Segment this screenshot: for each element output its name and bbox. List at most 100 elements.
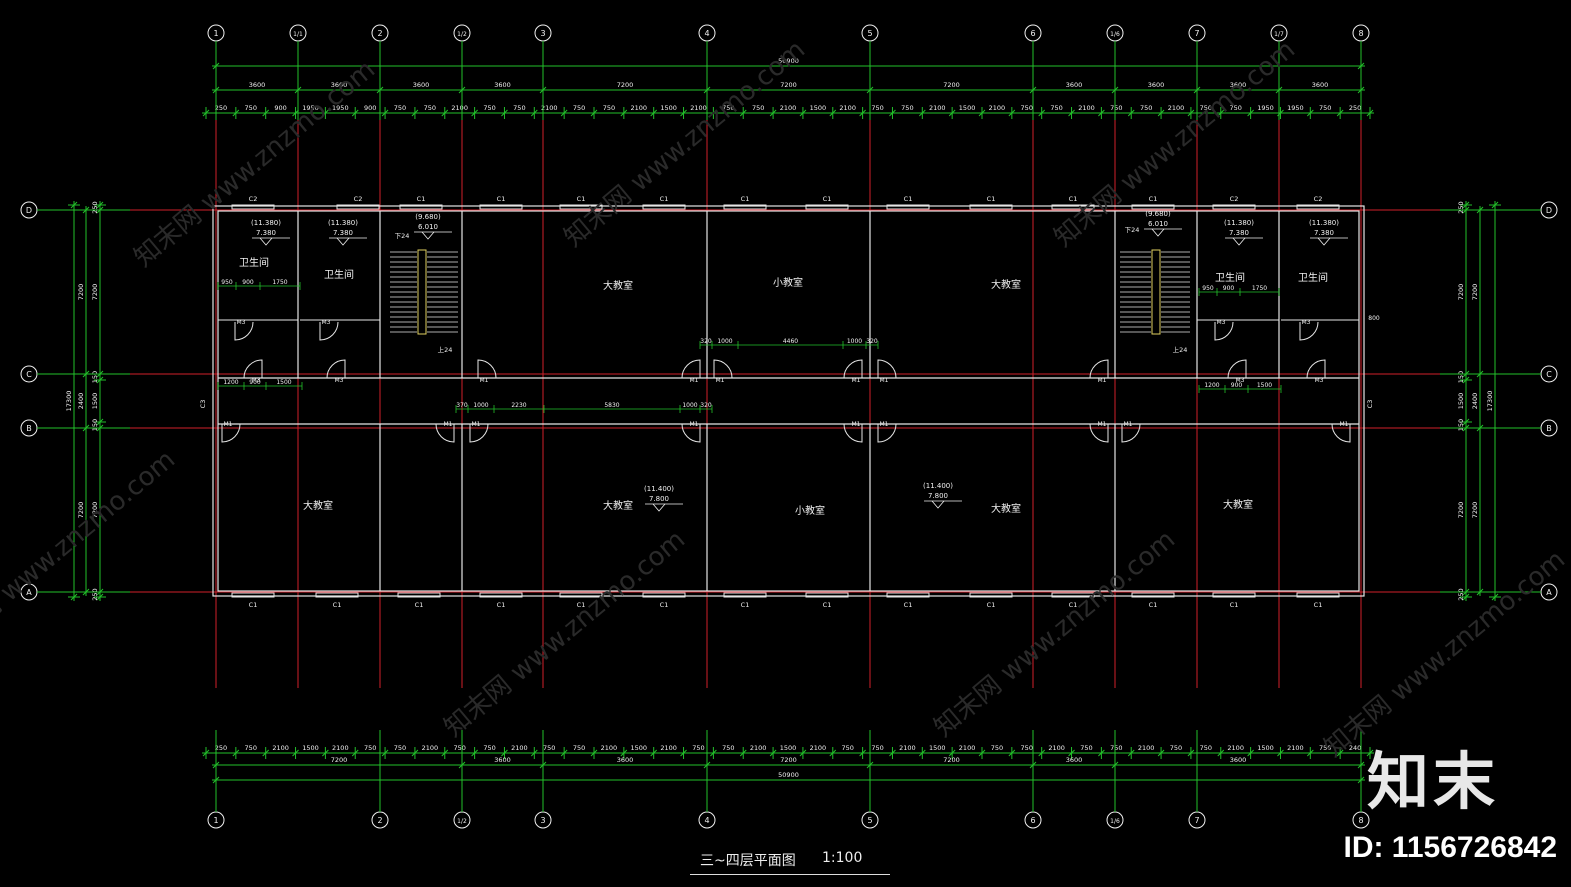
- dim-row1-top: 3600: [331, 81, 348, 89]
- dimension-tick: [1462, 201, 1470, 209]
- dim-row1-bottom: 1500: [929, 744, 946, 752]
- dim-row2-top: 750: [1319, 104, 1331, 112]
- dimension-tick: [620, 749, 628, 757]
- dimension-tick: [978, 749, 986, 757]
- door-label: M1: [472, 421, 481, 428]
- door: [1331, 423, 1351, 443]
- dimension-tick: [70, 593, 78, 601]
- dim-row1-bottom: 2100: [1287, 744, 1304, 752]
- door-label: M3: [1236, 377, 1245, 384]
- dim-row1-bottom: 750: [1200, 744, 1212, 752]
- dim-row1-bottom: 750: [543, 744, 555, 752]
- dimension-tick: [1277, 749, 1284, 757]
- window-north: [336, 204, 380, 210]
- dimension-tick: [1491, 593, 1499, 601]
- local-dimension-label: 1000: [847, 338, 862, 345]
- elevation-triangle: [1151, 228, 1165, 237]
- dim-row1-bottom: 2100: [422, 744, 439, 752]
- room-name: 大教室: [991, 502, 1021, 515]
- elevation-bottom: 7.380: [1314, 229, 1334, 237]
- axis-bottom-label: 4: [704, 816, 709, 825]
- dimension-tick: [710, 749, 717, 757]
- dim-row2-top: 250: [1349, 104, 1361, 112]
- dimension-tick: [501, 749, 508, 757]
- window-label: C1: [660, 601, 669, 609]
- elevation-triangle: [336, 237, 350, 246]
- axis-top-label: 1/7: [1274, 31, 1284, 38]
- dimension-tick: [202, 109, 210, 117]
- dimension-tick: [859, 749, 866, 757]
- axis-left-label: D: [26, 206, 32, 215]
- stair-label: 上24: [438, 345, 453, 354]
- stair-label: 下24: [1125, 226, 1140, 234]
- dimension-tick: [978, 109, 986, 117]
- dim-row1-bottom: 2100: [272, 744, 289, 752]
- dim-row2-top: 750: [513, 104, 525, 112]
- door: [1121, 423, 1141, 443]
- local-dimension-label: 320: [700, 338, 712, 345]
- dimension-tick: [739, 109, 747, 117]
- axis-bottom-label: 2: [377, 816, 382, 825]
- dim-row2-top: 750: [1110, 104, 1122, 112]
- elevation-bottom: 7.800: [928, 492, 948, 500]
- dim-right: 7200: [1457, 284, 1465, 301]
- door: [843, 359, 863, 379]
- window-south: [1212, 592, 1256, 598]
- dim-row2-top: 750: [603, 104, 615, 112]
- dimension-tick: [96, 593, 104, 601]
- stair-handrail: [417, 249, 427, 335]
- axis-bottom-label: 6: [1030, 816, 1035, 825]
- window-north: [1212, 204, 1256, 210]
- dim-row2-top: 2100: [780, 104, 797, 112]
- dim-row2-top: 900: [364, 104, 376, 112]
- local-dimension-label: 320: [700, 402, 712, 409]
- room-name: 小教室: [795, 504, 825, 517]
- dimension-tick: [1157, 749, 1165, 757]
- dim-right: 250: [1457, 201, 1465, 213]
- door-label: M3: [335, 377, 344, 384]
- dim-row1-bottom: 750: [991, 744, 1003, 752]
- dim-row2-top: 1950: [1287, 104, 1304, 112]
- elevation-top: (11.400): [644, 485, 674, 493]
- elevation-triangle: [652, 503, 666, 512]
- dim-row1-top: 3600: [413, 81, 430, 89]
- door-label: M1: [1124, 421, 1133, 428]
- axis-top-label: 1/1: [293, 31, 303, 38]
- dimension-tick: [1462, 376, 1470, 384]
- dim-row2-bottom: 3600: [617, 756, 634, 764]
- dim-right-axis: 7200: [1471, 502, 1479, 519]
- dim-row1-bottom: 750: [483, 744, 495, 752]
- dim-row1-bottom: 750: [1319, 744, 1331, 752]
- dimension-tick: [96, 418, 104, 426]
- window-label: C1: [741, 195, 750, 203]
- drawing-caption: 三~四层平面图 1:100: [690, 846, 890, 875]
- local-dimension-label: 2230: [511, 402, 526, 409]
- local-dimension-label: 1500: [276, 379, 291, 386]
- window-label: C2: [249, 195, 258, 203]
- dim-row1-bottom: 2100: [660, 744, 677, 752]
- dimension-tick: [1217, 749, 1225, 757]
- dim-row2-top: 750: [1200, 104, 1212, 112]
- dimension-tick: [381, 749, 389, 757]
- dim-row2-top: 900: [274, 104, 286, 112]
- dimension-tick: [1008, 109, 1016, 117]
- window-north: [805, 204, 849, 210]
- dimension-tick: [650, 749, 658, 757]
- dimension-tick: [1187, 749, 1195, 757]
- dim-row1-bottom: 1500: [302, 744, 319, 752]
- watermark-site: 知末网 www.znzmo.com: [439, 525, 691, 744]
- window-label: C1: [904, 601, 913, 609]
- dim-row2-bottom: 3600: [1230, 756, 1247, 764]
- door-label: M1: [690, 421, 699, 428]
- dim-row1-bottom: 750: [722, 744, 734, 752]
- dim-row1-bottom: 750: [1170, 744, 1182, 752]
- door: [1089, 423, 1109, 443]
- local-dimension-label: 900: [242, 279, 254, 286]
- elevation-triangle: [421, 231, 435, 240]
- window-north: [1131, 204, 1175, 210]
- dimension-tick: [799, 749, 807, 757]
- dim-row2-top: 750: [245, 104, 257, 112]
- axis-bottom-label: 1/6: [1110, 818, 1120, 825]
- axis-top-label: 8: [1358, 29, 1363, 38]
- window-label: C1: [577, 601, 586, 609]
